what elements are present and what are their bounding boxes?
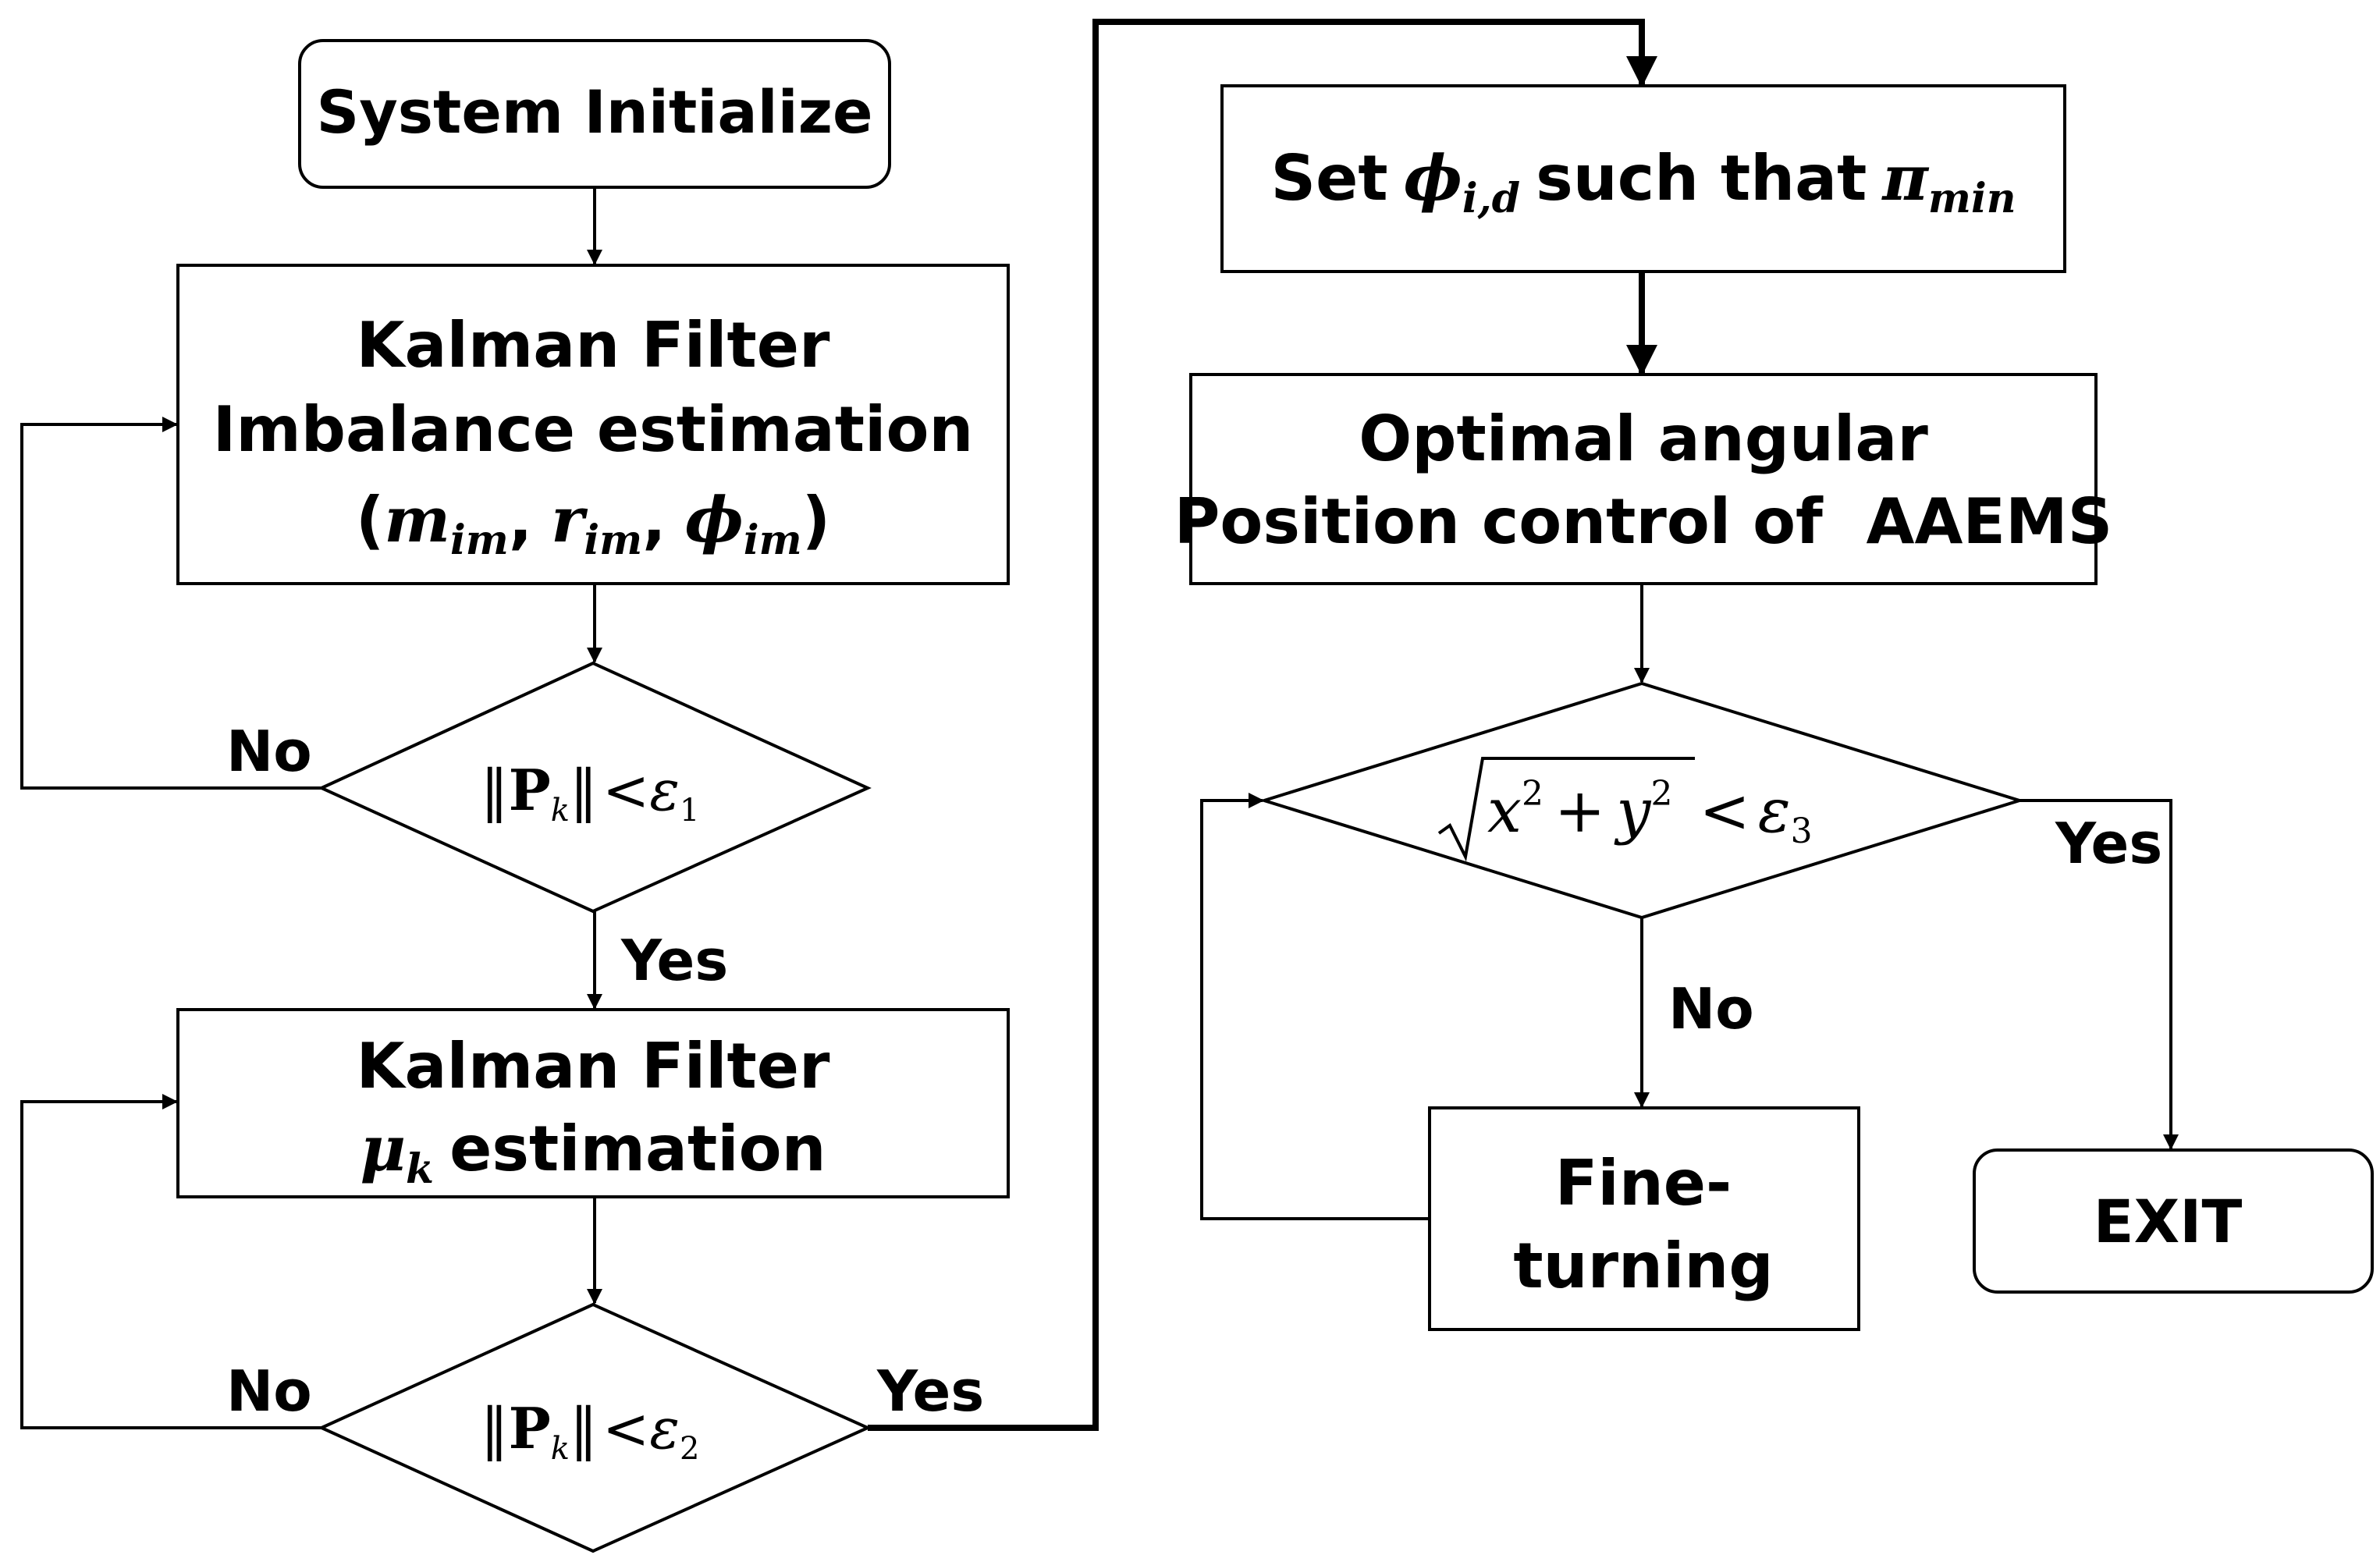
set-phi-box xyxy=(1220,84,2066,273)
decision-1-diamond xyxy=(318,661,872,914)
exit-box xyxy=(1973,1148,2374,1294)
edge-label-d1-yes: Yes xyxy=(620,928,728,993)
edge-label-d2-no: No xyxy=(226,1358,312,1424)
decision-3-condition: x2+y2<ε3 xyxy=(1487,774,1813,851)
edge-decision1-no-loop xyxy=(20,417,321,790)
fine-turning-box xyxy=(1428,1106,1860,1331)
edge-decision2-yes xyxy=(868,19,1657,1431)
kalman-imbalance-box xyxy=(176,264,1010,585)
edge-decision2-no-loop xyxy=(20,1094,321,1429)
kalman-mu-line1: Kalman Filter xyxy=(357,1030,831,1102)
sqrt-radical xyxy=(1437,757,1695,862)
decision-1-condition: ‖Pk‖<ε1 xyxy=(481,757,700,829)
optimal-control-line1: Optimal angular xyxy=(1359,403,1928,475)
decision-2-condition: ‖Pk‖<ε2 xyxy=(481,1395,700,1467)
optimal-control-line2: Position control of AAEMS xyxy=(1174,485,2113,558)
optimal-control-box xyxy=(1189,373,2098,585)
kalman-imbalance-line2: Imbalance estimation xyxy=(213,393,974,466)
kalman-imbalance-params: (mim,rim,ϕim) xyxy=(356,483,830,564)
edge-decision3-yes xyxy=(2019,799,2179,1150)
edge-label-d1-no: No xyxy=(226,719,312,784)
edge-fineturning-loop xyxy=(1200,793,1430,1220)
exit-label: EXIT xyxy=(2094,1187,2243,1256)
kalman-imbalance-line1: Kalman Filter xyxy=(357,309,831,382)
fine-turning-line1: Fine- xyxy=(1555,1147,1732,1219)
system-initialize-label: System Initialize xyxy=(316,77,872,147)
fine-turning-line2: turning xyxy=(1513,1230,1773,1302)
edge-label-d2-yes: Yes xyxy=(876,1358,984,1424)
edge-label-d3-yes: Yes xyxy=(2055,811,2162,876)
edge-label-d3-no: No xyxy=(1668,976,1754,1042)
